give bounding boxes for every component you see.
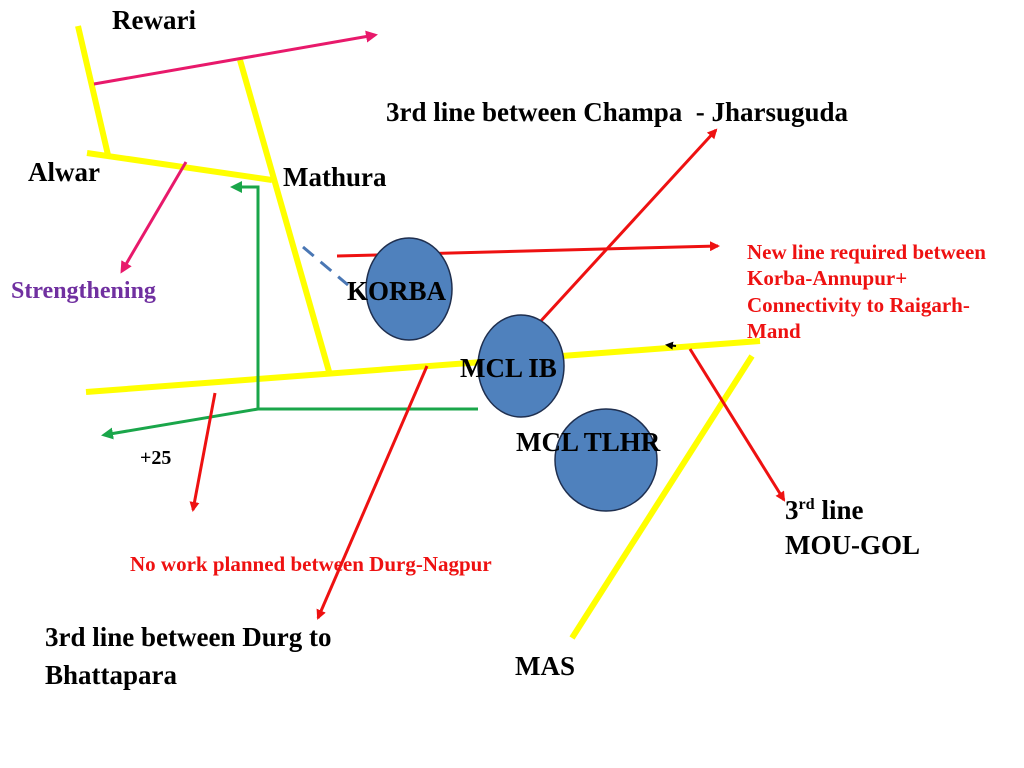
alwar-label: Alwar [28, 157, 100, 187]
track-main-line [85, 338, 761, 395]
green-route [230, 181, 478, 411]
track-mathura-main [237, 59, 333, 376]
korba-node [365, 237, 453, 341]
rewari-label: Rewari [112, 5, 196, 35]
pink-arrow-rewari [93, 30, 378, 86]
strengthening-label: Strengthening [11, 278, 156, 304]
mcl-tlhr-node [554, 408, 658, 512]
mcl-ib-node [477, 314, 565, 418]
green-route-arrow-left [101, 407, 259, 440]
nodes [365, 237, 658, 512]
red-arrow-mou-gol [688, 348, 786, 502]
track-alwar-mathura [86, 150, 273, 183]
mcl-tlhr-label: MCL TLHR [516, 427, 661, 457]
korba-label: KORBA [347, 276, 447, 306]
mathura-label: Mathura [283, 162, 387, 192]
mou-gol-line: line [814, 495, 864, 525]
durg-bhattapara-label: 3rd line between Durg to Bhattapara [45, 622, 332, 690]
track-rewari-alwar [75, 25, 111, 156]
mou-gol-label: 3rd line MOU-GOL [785, 493, 920, 563]
mou-gol-sup: rd [798, 495, 815, 513]
no-work-note: No work planned between Durg-Nagpur [130, 552, 492, 576]
mcl-ib-label: MCL IB [460, 353, 557, 383]
mas-label: MAS [515, 651, 575, 681]
red-arrow-champa [537, 128, 718, 325]
red-arrow-plus25 [189, 392, 217, 512]
pink-arrow-strengthening [120, 161, 188, 274]
plus25-label: +25 [140, 447, 172, 469]
champa-jharsuguda-label: 3rd line between Champa - Jharsuguda [386, 97, 849, 127]
dashed-link-korba [302, 245, 349, 287]
red-arrow-durg [316, 365, 429, 620]
small-black-arrow [665, 341, 677, 350]
new-line-note: New line required between Korba-Annupur+… [747, 240, 986, 343]
mou-gol-name: MOU-GOL [785, 530, 920, 561]
mou-gol-prefix: 3 [785, 495, 799, 525]
